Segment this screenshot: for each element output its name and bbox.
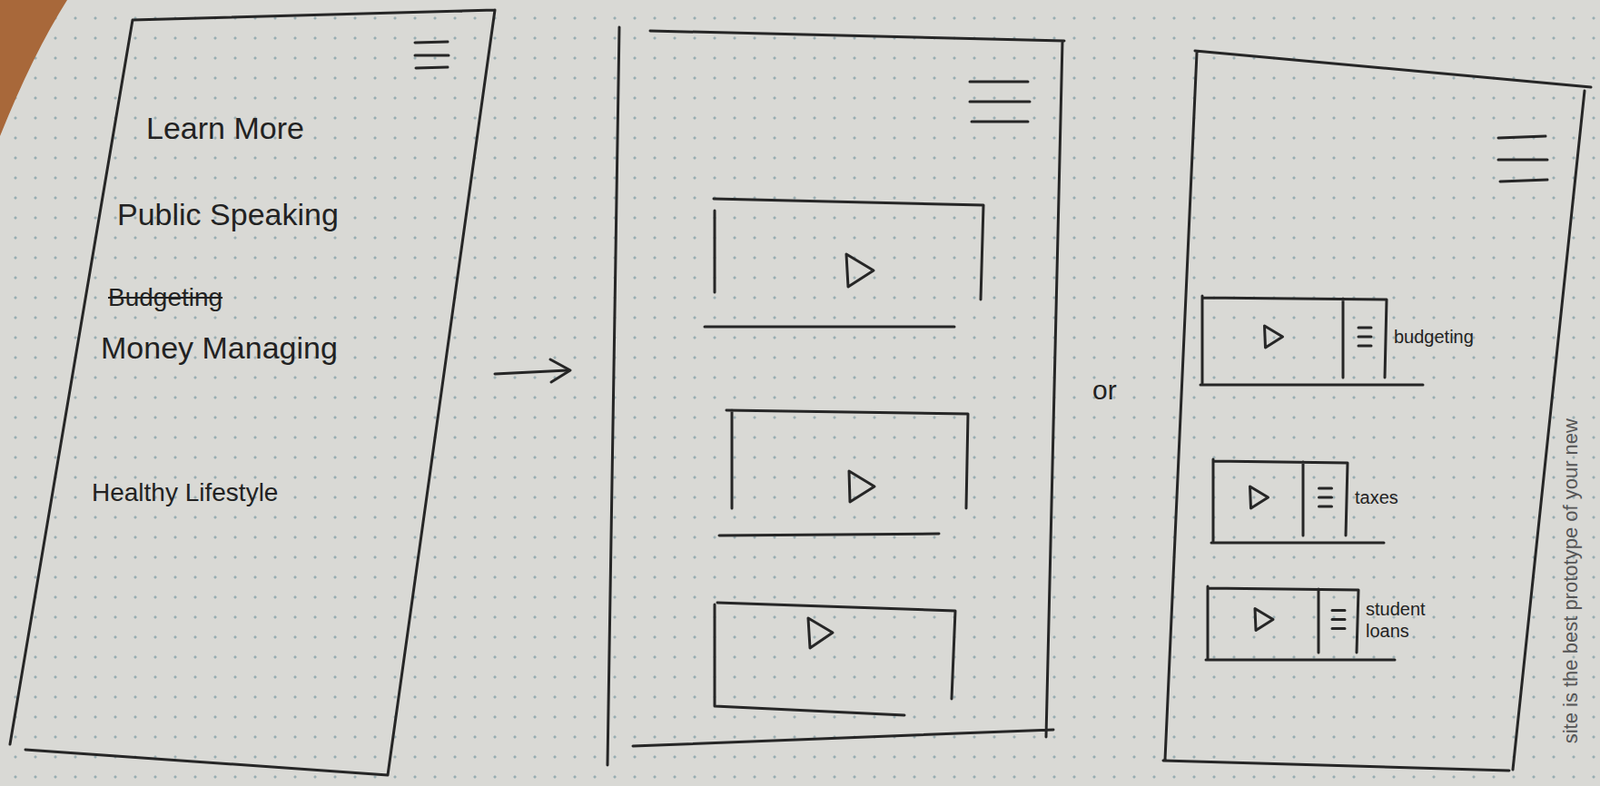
hamburger-icon: [969, 81, 1030, 122]
play-icon: [849, 471, 875, 503]
play-icon: [808, 618, 833, 649]
hamburger-icon: [1498, 136, 1548, 182]
play-icon: [1254, 609, 1274, 632]
screen-border: [9, 9, 495, 776]
play-icon: [1264, 325, 1284, 348]
video-box: [704, 198, 984, 327]
desk-corner: [0, 0, 68, 137]
menu-item: Public Speaking: [117, 196, 339, 234]
menu-item: Money Managing: [100, 329, 338, 367]
outline-strokes: [9, 9, 495, 776]
choice-word: or: [1092, 374, 1117, 407]
phone-frame: [1163, 50, 1591, 771]
play-icon: [846, 254, 874, 287]
menu-item: Budgeting: [108, 282, 223, 314]
arrow-head: [550, 359, 571, 383]
topic-label: budgeting: [1393, 325, 1474, 348]
card-outline: [1205, 586, 1446, 664]
list-icon: [1358, 327, 1372, 346]
page-margin-text: site is the best prototype of your new: [1559, 418, 1583, 744]
list-icon: [1319, 488, 1333, 507]
video-box: [714, 602, 956, 716]
card-border: [1200, 296, 1423, 386]
video-card: budgeting: [1200, 296, 1478, 389]
video-box: [719, 410, 968, 536]
topic-label: taxes: [1354, 486, 1399, 509]
video-card: student loans: [1205, 586, 1446, 664]
topic-label: student loans: [1365, 598, 1442, 642]
card-strokes: [1200, 296, 1423, 386]
video-card: taxes: [1211, 459, 1403, 547]
play-icon: [1250, 486, 1269, 509]
hamburger-icon: [414, 41, 449, 69]
arrow-shaft: [494, 370, 568, 375]
wireframe-screen: Learn MorePublic SpeakingBudgetingMoney …: [9, 9, 501, 781]
list-icon: [1332, 611, 1345, 630]
sketch-lines: [494, 27, 1591, 771]
phone-frame: [607, 27, 1065, 766]
menu-item: Healthy Lifestyle: [91, 477, 278, 509]
menu-heading: Learn More: [146, 109, 305, 148]
